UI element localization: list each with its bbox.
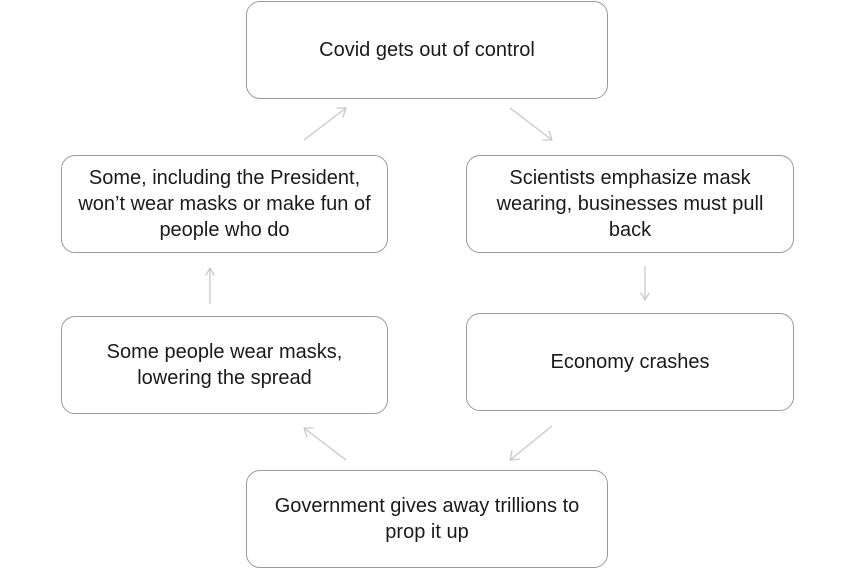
arrow-6-to-1 (303, 107, 347, 141)
arrow-2-to-3 (640, 266, 650, 301)
node-label: Some, including the President, won’t wea… (78, 167, 371, 241)
node-label: Some people wear masks, lowering the spr… (106, 341, 343, 389)
node-government-gives-away-trillions: Government gives away trillions to prop … (246, 470, 608, 568)
node-scientists-emphasize-masks: Scientists emphasize mask wearing, busin… (466, 155, 794, 253)
node-label: Economy crashes (550, 351, 710, 373)
node-label: Scientists emphasize mask wearing, busin… (496, 167, 764, 241)
node-label: Government gives away trillions to prop … (274, 495, 580, 543)
arrow-3-to-4 (509, 425, 553, 461)
arrow-4-to-5 (303, 427, 347, 461)
node-economy-crashes: Economy crashes (466, 313, 794, 411)
arrow-5-to-6 (205, 267, 215, 304)
node-label: Covid gets out of control (319, 39, 535, 61)
arrow-1-to-2 (509, 107, 553, 141)
node-covid-out-of-control: Covid gets out of control (246, 1, 608, 99)
node-some-wont-wear-masks: Some, including the President, won’t wea… (61, 155, 388, 253)
node-some-people-wear-masks: Some people wear masks, lowering the spr… (61, 316, 388, 414)
